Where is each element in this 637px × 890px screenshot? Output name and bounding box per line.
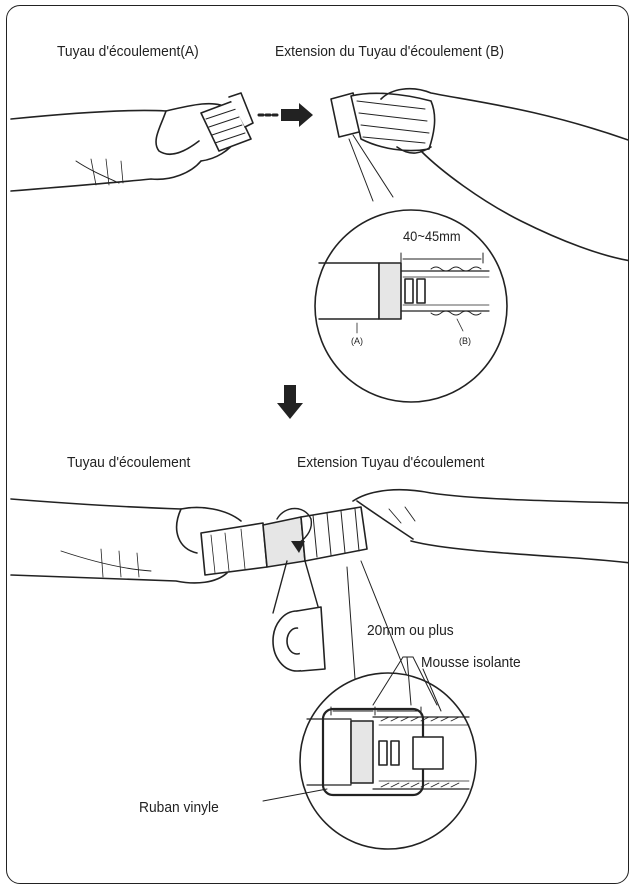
label-drain-hose: Tuyau d'écoulement [67,454,190,471]
marker-a: (A) [351,336,363,346]
arrow-right-icon [259,103,313,127]
vinyl-tape-roll [273,561,325,671]
label-insulation-foam: Mousse isolante [421,654,521,671]
drain-hose-a-top [201,93,253,151]
detail-zoom-bottom [263,561,476,849]
label-drain-hose-a: Tuyau d'écoulement(A) [57,43,199,60]
marker-b: (B) [459,336,471,346]
diagram-frame: Tuyau d'écoulement(A) Extension du Tuyau… [6,5,629,884]
arrow-down-icon [277,385,303,419]
label-drain-extension-b: Extension du Tuyau d'écoulement (B) [275,43,504,60]
joined-hose-bottom [201,507,367,575]
detail-zoom-top [315,135,507,402]
label-vinyl-tape: Ruban vinyle [139,799,219,816]
label-overlap-20mm: 20mm ou plus [367,622,454,639]
label-drain-extension: Extension Tuyau d'écoulement [297,454,485,471]
installation-illustration [7,6,629,884]
right-arm-bottom [353,490,629,563]
label-dimension-40-45mm: 40~45mm [403,228,461,244]
